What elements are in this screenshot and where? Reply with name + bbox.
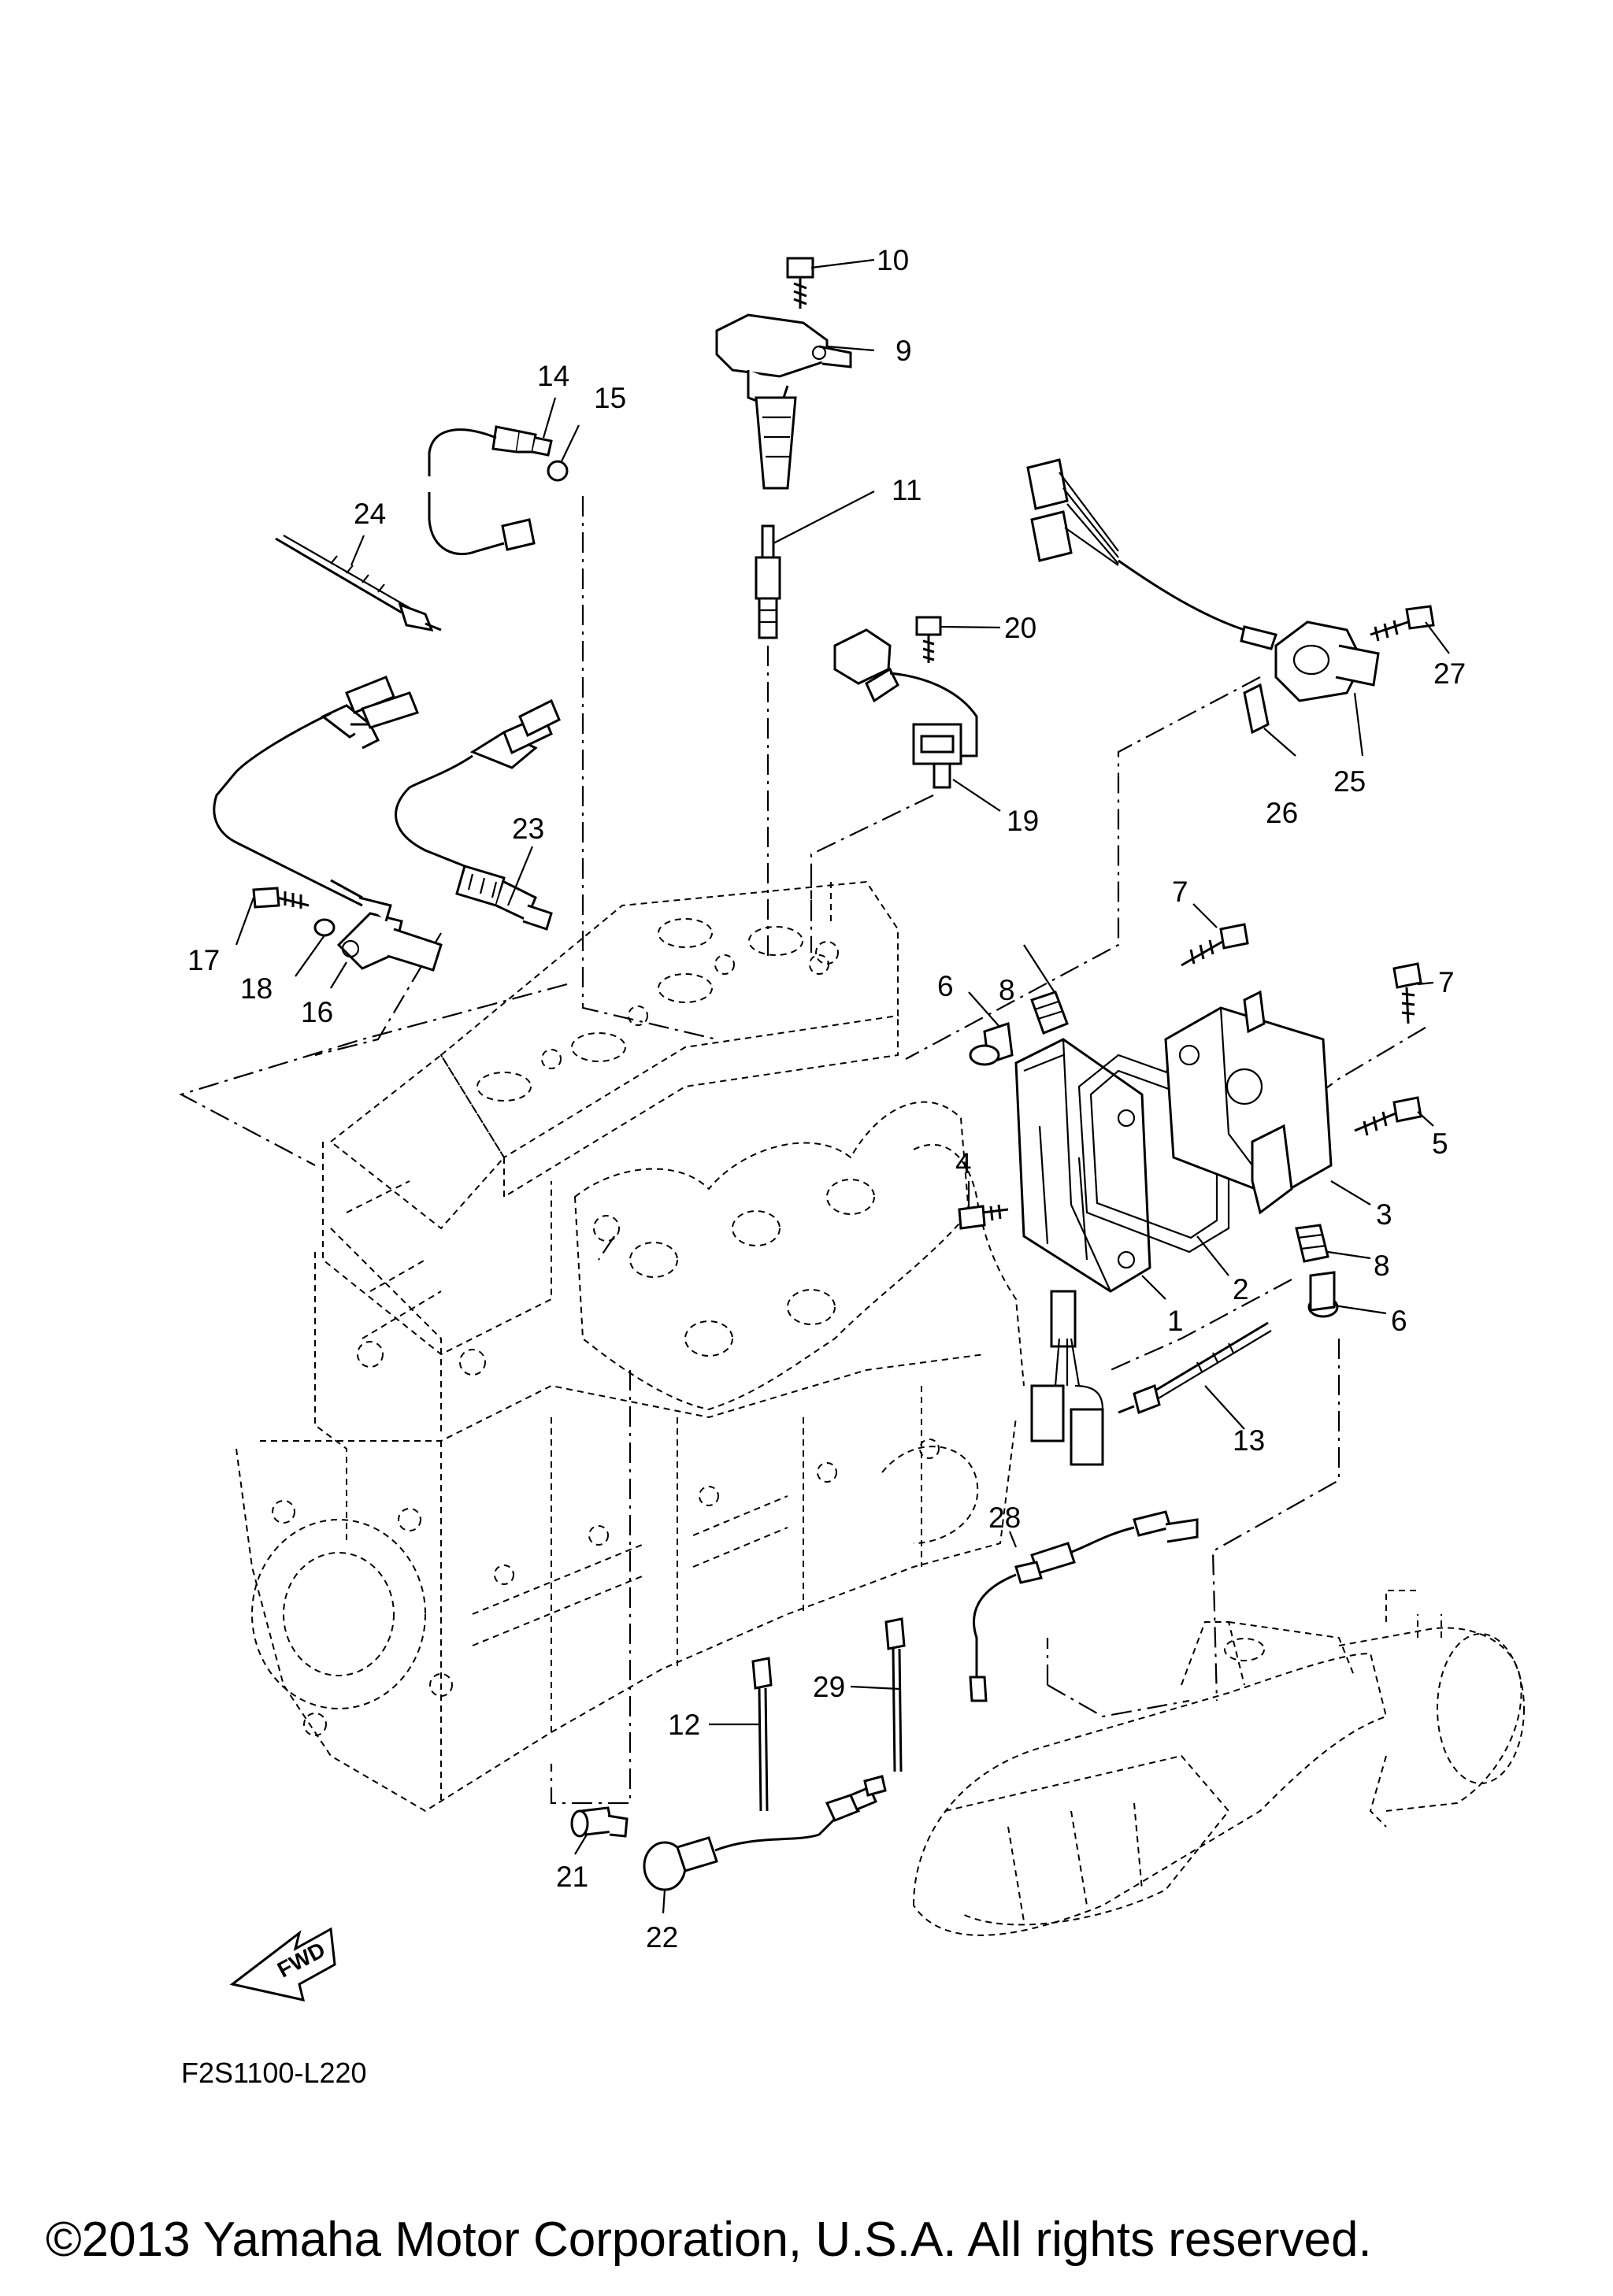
callout-21: 21 <box>556 1861 588 1893</box>
knock-sensor-23 <box>455 865 553 931</box>
callout-17: 17 <box>187 944 220 976</box>
knock-sensor-22 <box>643 1775 887 1891</box>
callout-8-lower: 8 <box>1374 1250 1390 1282</box>
cam-position-sensor-16 <box>330 879 443 972</box>
cable-tie-12 <box>751 1657 773 1812</box>
callout-27: 27 <box>1433 657 1466 690</box>
callout-18: 18 <box>240 972 273 1005</box>
harness-connector-upper <box>1026 458 1245 631</box>
diagram-code: F2S1100-L220 <box>181 2057 367 2089</box>
washer-18 <box>313 918 336 937</box>
part-callouts: 10 9 11 14 15 24 20 19 23 17 18 16 26 25… <box>187 244 1466 1953</box>
bolt-4 <box>958 1204 1009 1230</box>
bolt-5 <box>1354 1096 1422 1136</box>
exhaust-temp-sensor-28 <box>969 1510 1199 1702</box>
callout-20: 20 <box>1004 612 1036 644</box>
callout-29: 29 <box>813 1671 845 1703</box>
callout-2: 2 <box>1233 1273 1249 1305</box>
callout-19: 19 <box>1007 805 1039 837</box>
bolt-7-right <box>1392 962 1422 1024</box>
copyright-notice: ©2013 Yamaha Motor Corporation, U.S.A. A… <box>46 2213 1372 2267</box>
bolt-27 <box>1370 605 1435 642</box>
grommet-8-upper <box>1030 991 1069 1035</box>
callout-6-upper: 6 <box>937 970 954 1002</box>
callout-4: 4 <box>955 1147 972 1179</box>
oxygen-sensor <box>428 425 553 556</box>
callout-9: 9 <box>895 335 912 367</box>
callout-3: 3 <box>1376 1198 1392 1231</box>
callout-28: 28 <box>988 1502 1021 1534</box>
callout-24: 24 <box>354 498 386 530</box>
ignition-coil-bolt <box>786 257 814 309</box>
callout-10: 10 <box>877 244 909 276</box>
spark-plug <box>755 524 781 639</box>
bolt-7-upper <box>1181 923 1249 967</box>
callout-25: 25 <box>1333 765 1366 798</box>
callout-11: 11 <box>892 474 921 506</box>
gasket-2 <box>1077 1054 1230 1254</box>
callout-6-lower: 6 <box>1391 1305 1407 1337</box>
bracket-3 <box>1164 990 1333 1215</box>
callout-13: 13 <box>1233 1424 1265 1457</box>
sensor-bolt-17 <box>252 887 310 909</box>
callout-8-upper: 8 <box>999 974 1015 1006</box>
callout-23: 23 <box>512 813 544 845</box>
collar-6-upper <box>969 1021 1014 1066</box>
callout-22: 22 <box>646 1921 678 1953</box>
cable-tie-13 <box>1118 1321 1272 1415</box>
bolt-20 <box>915 616 942 663</box>
callout-5: 5 <box>1432 1128 1448 1160</box>
temperature-sensor-lead-b <box>395 698 561 868</box>
exhaust-chamber <box>912 1590 1525 1936</box>
callout-1: 1 <box>1167 1305 1184 1337</box>
callout-26: 26 <box>1266 797 1298 829</box>
forward-direction-arrow[interactable]: FWD <box>229 1927 336 2002</box>
callout-7-upper: 7 <box>1172 876 1188 908</box>
cable-tie-29 <box>884 1617 906 1772</box>
callout-14: 14 <box>537 360 569 392</box>
o2-sensor-gasket <box>547 460 569 482</box>
callout-7-right: 7 <box>1438 966 1455 998</box>
collar-6-lower <box>1307 1271 1339 1318</box>
engine-block <box>235 880 1025 1813</box>
callout-16: 16 <box>301 996 333 1028</box>
ignition-coil <box>715 313 852 490</box>
gasket-26 <box>1243 683 1270 735</box>
oil-pressure-switch-21 <box>570 1806 629 1838</box>
cable-tie-long <box>275 535 442 631</box>
sensor-19 <box>833 628 978 789</box>
fwd-label: FWD <box>273 1937 329 1982</box>
temperature-sensor-lead-a <box>213 676 419 907</box>
callout-15: 15 <box>594 382 626 414</box>
leader-lines <box>235 258 1450 1914</box>
grommet-8-lower <box>1295 1224 1329 1263</box>
sensor-25 <box>1240 620 1380 702</box>
rectifier-regulator-1 <box>1014 1038 1151 1466</box>
callout-12: 12 <box>668 1709 700 1741</box>
